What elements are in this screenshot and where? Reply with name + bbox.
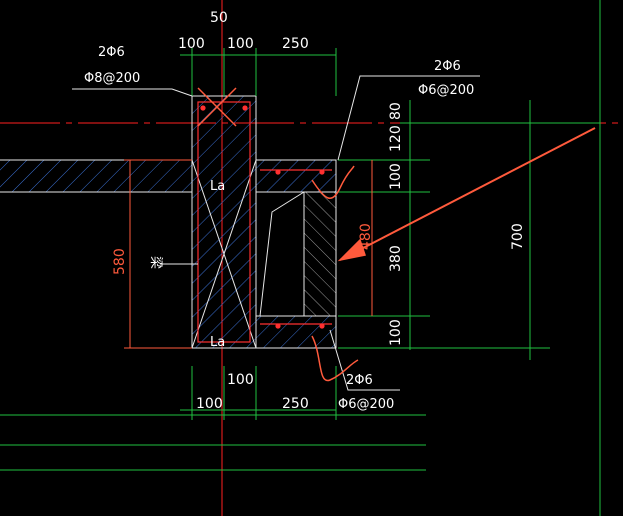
dim-right-120: 120 <box>388 125 404 152</box>
dim-bottom-100: 100 <box>196 396 223 412</box>
dim-580: 580 <box>112 248 128 275</box>
dim-top-250: 250 <box>282 36 309 52</box>
dim-bottom-250: 250 <box>282 396 309 412</box>
label-la-top: La <box>210 179 225 194</box>
dim-right-100b: 100 <box>388 319 404 346</box>
dimension-texts: 50 100 100 250 100 100 250 80 120 100 38… <box>112 10 526 412</box>
dimension-580 <box>124 159 192 349</box>
dim-right-100a: 100 <box>388 163 404 190</box>
dim-top-100b: 100 <box>227 36 254 52</box>
label-top-right-stirrup: Φ6@200 <box>418 83 474 98</box>
column <box>191 95 257 349</box>
label-bottom-stirrup: Φ6@200 <box>338 397 394 412</box>
dim-right-380: 380 <box>388 245 404 272</box>
dim-right-80: 80 <box>388 102 404 120</box>
label-beam: 梁 <box>148 256 163 269</box>
dim-50: 50 <box>210 10 228 26</box>
slab <box>0 159 192 193</box>
rebar <box>197 101 332 343</box>
beam <box>255 159 337 349</box>
label-top-left-stirrup: Φ8@200 <box>84 71 140 86</box>
dim-480: 480 <box>358 223 374 250</box>
label-top-right-rebar: 2Φ6 <box>434 59 461 74</box>
annotations <box>197 87 596 382</box>
leader-lines <box>72 75 480 391</box>
dim-overall-700: 700 <box>510 223 526 250</box>
dim-top-100a: 100 <box>178 36 205 52</box>
dimension-lines <box>0 0 601 516</box>
dim-bottom-100mid: 100 <box>227 372 254 388</box>
rebar-labels: 2Φ6 Φ8@200 2Φ6 Φ6@200 2Φ6 Φ6@200 La La 梁 <box>84 45 474 412</box>
label-bottom-rebar: 2Φ6 <box>346 373 373 388</box>
label-top-left-rebar: 2Φ6 <box>98 45 125 60</box>
label-la-bottom: La <box>210 335 225 350</box>
